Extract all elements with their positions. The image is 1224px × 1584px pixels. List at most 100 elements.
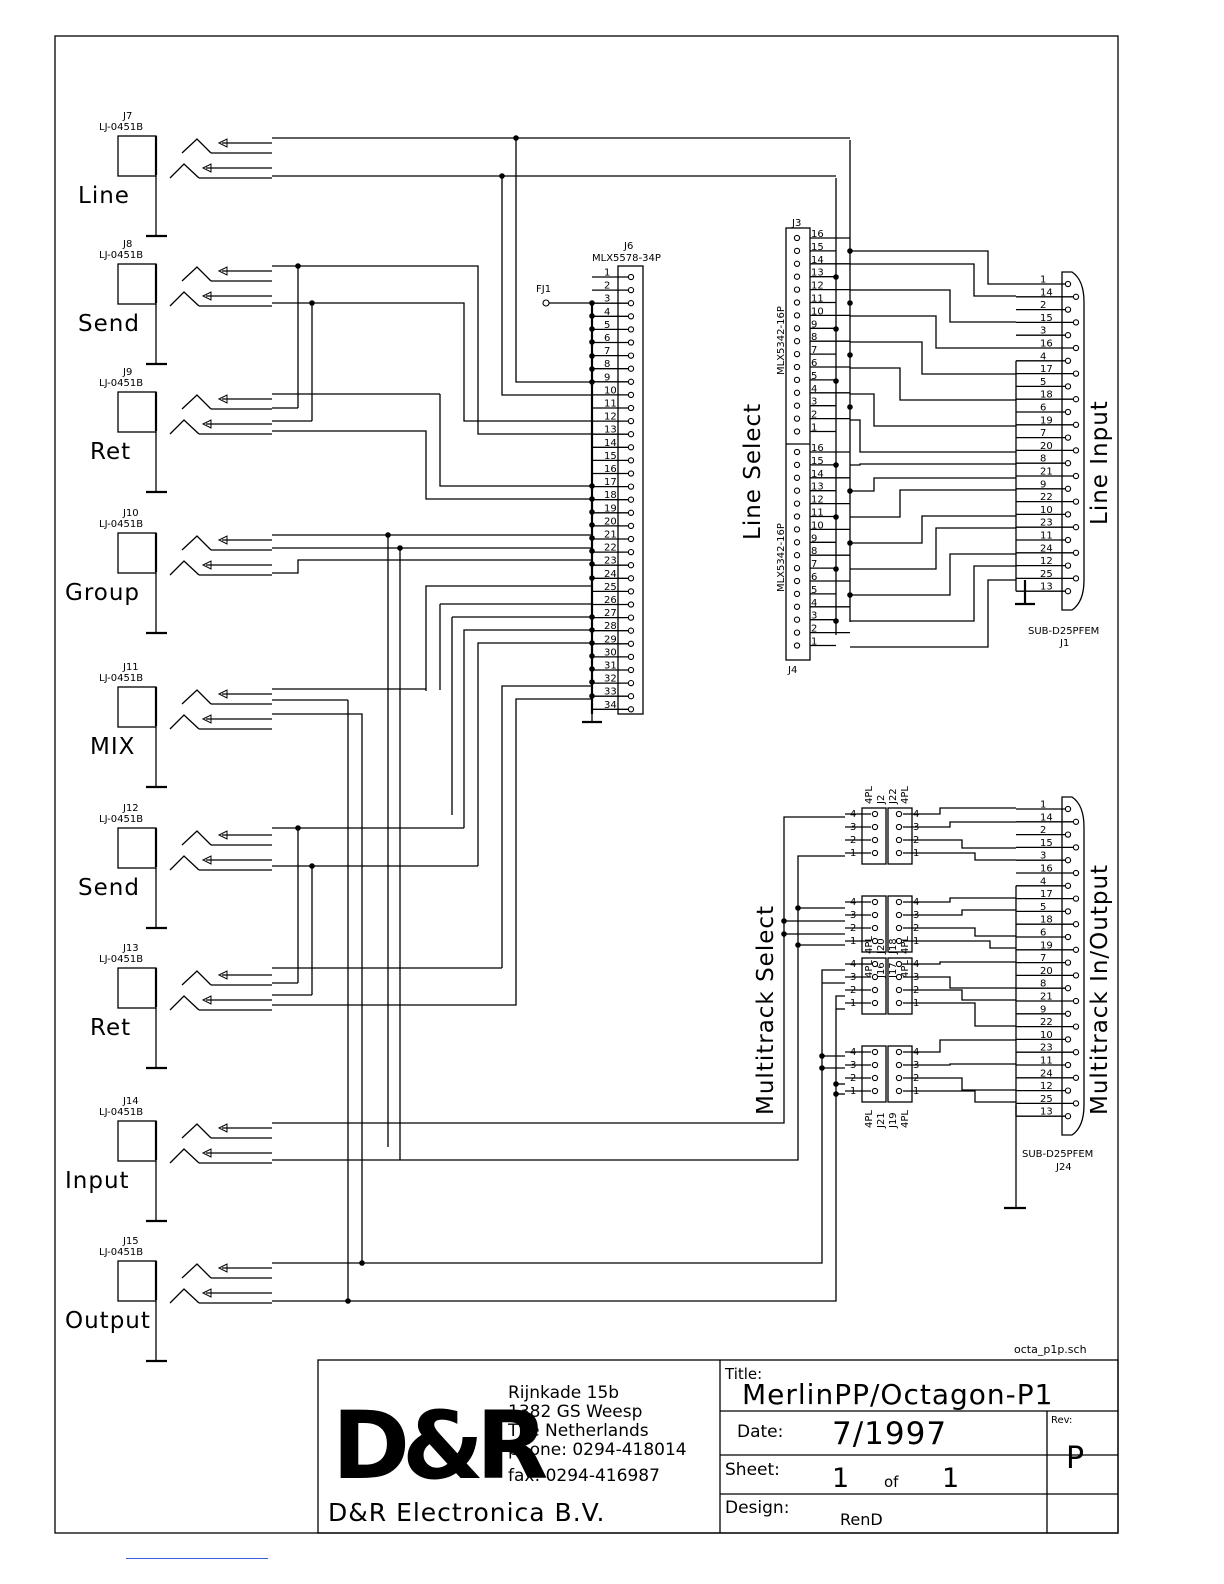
pin-contact (895, 810, 903, 818)
company-name: D&R Electronica B.V. (328, 1498, 605, 1527)
pin-contact (793, 629, 801, 636)
pin-contact (1064, 588, 1072, 595)
pin-contact (871, 960, 879, 968)
pin-contact (793, 260, 801, 267)
pin-contact (1072, 498, 1080, 505)
logo: D&R (332, 1392, 547, 1501)
junction-dot (833, 274, 839, 280)
wire (272, 430, 592, 500)
wire (850, 315, 1016, 349)
header-part: 4PL (864, 786, 875, 804)
junction-dot (589, 366, 595, 372)
wire (169, 995, 200, 1011)
pin-contact (1064, 1087, 1072, 1094)
j24-pin-label: 23 (1040, 1043, 1053, 1054)
j6-body (617, 265, 644, 715)
pin-contact (895, 836, 903, 844)
j6-pin-label: 31 (604, 661, 617, 672)
junction-dot (847, 248, 853, 254)
junction-dot (833, 462, 839, 468)
wire (850, 393, 1016, 427)
wire (298, 265, 592, 435)
wire (181, 535, 212, 551)
pin-contact (793, 299, 801, 306)
jack-label: Send (78, 311, 140, 337)
j6-pin-label: 25 (604, 582, 617, 593)
junction-dot (589, 313, 595, 319)
date-label: Date: (737, 1422, 783, 1442)
j24-pin-label: 22 (1040, 1017, 1053, 1028)
jack-ref: J7 (122, 111, 132, 122)
jack-label: Group (65, 580, 140, 606)
sheet-number: 1 (832, 1463, 849, 1494)
wire (272, 713, 363, 1263)
junction-dot (589, 614, 595, 620)
junction-dot (833, 378, 839, 384)
header-part: 4PL (864, 936, 875, 954)
pin-contact (793, 363, 801, 371)
sheet-border (54, 35, 1119, 1534)
junction-dot (589, 679, 595, 685)
pin-contact (1072, 1049, 1080, 1056)
wire (850, 463, 1016, 466)
pin-contact (627, 300, 635, 307)
header-right-body (887, 807, 913, 865)
header-ref-right: J22 (888, 788, 899, 805)
jack-body (117, 391, 157, 433)
jack-ref: J11 (122, 662, 139, 673)
line-select-label: Line Select (740, 403, 766, 540)
header-right-body (887, 957, 913, 1015)
pin-contact (627, 679, 635, 687)
pin-contact (793, 461, 801, 469)
design-value: RenD (840, 1510, 883, 1529)
pin-contact (1064, 536, 1072, 544)
pin-contact (627, 313, 635, 320)
j4-pin-label: 11 (811, 508, 824, 519)
jack-label: MIX (90, 734, 135, 760)
header-ref-left: J2 (876, 795, 887, 805)
pin-contact (627, 588, 635, 595)
j3-pin-label: 14 (811, 255, 824, 266)
jack-ref: J12 (122, 803, 139, 814)
j4-pin-label: 2 (811, 624, 817, 635)
wire (850, 565, 1016, 622)
pin-contact (627, 326, 635, 333)
pin-contact (793, 642, 801, 649)
j24-pin-label: 9 (1040, 1004, 1046, 1015)
pin-contact (1064, 1010, 1072, 1017)
pin-contact (627, 286, 635, 294)
jack-ref: J15 (122, 1236, 139, 1247)
wire (181, 1123, 212, 1139)
pin-contact (871, 986, 879, 994)
junction-dot (589, 548, 595, 554)
j1-pin-label: 1 (1040, 275, 1046, 286)
jack-label: Line (78, 183, 130, 209)
pin-contact (871, 1061, 879, 1069)
j6-pin-label: 14 (604, 438, 617, 449)
design-label: Design: (725, 1498, 789, 1518)
wire (850, 515, 1016, 544)
j6-pin-label: 30 (604, 647, 617, 658)
header-right-body (887, 895, 913, 953)
j3-part: MLX5342-16P (776, 306, 787, 375)
pin-contact (1064, 1113, 1072, 1120)
pin-contact (895, 911, 903, 919)
j1-pin-label: 2 (1040, 300, 1046, 311)
wire (925, 897, 1016, 903)
jack-part: LJ-0451B (99, 378, 143, 389)
jack-label: Ret (90, 1015, 131, 1041)
j4-pin-label: 12 (811, 495, 824, 506)
j3-pin-label: 8 (811, 332, 817, 343)
connector-j24: 1142153164175186197208219221023112412251… (1004, 796, 1093, 1210)
wire (439, 394, 592, 487)
pin-contact (1064, 857, 1072, 864)
j3-pin-label: 9 (811, 319, 817, 330)
pin-contact (793, 273, 801, 280)
page-link-underline[interactable] (126, 1558, 268, 1559)
j1-pin-label: 19 (1040, 415, 1053, 426)
pin-contact (627, 535, 635, 543)
j3-pin-label: 2 (811, 410, 817, 421)
pin-contact (793, 487, 801, 494)
